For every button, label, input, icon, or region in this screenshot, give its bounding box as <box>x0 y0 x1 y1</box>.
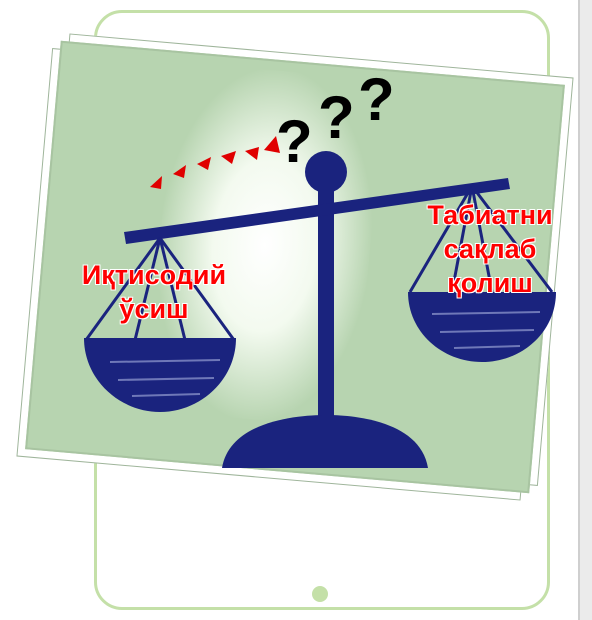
dashed-arc-arrow-icon <box>150 136 280 189</box>
right-label-line-1: Табиатни <box>402 198 578 232</box>
scale-pillar <box>318 190 334 430</box>
left-label: Иқтисодий ўсиш <box>56 258 252 326</box>
right-scale-pan <box>408 292 556 362</box>
left-label-line-1: Иқтисодий <box>56 258 252 292</box>
right-label-line-3: қолиш <box>402 266 578 300</box>
right-label: Табиатни сақлаб қолиш <box>402 198 578 300</box>
question-mark-1: ? <box>276 112 313 172</box>
question-mark-2: ? <box>318 88 355 148</box>
right-label-line-2: сақлаб <box>402 232 578 266</box>
left-scale-pan <box>84 338 236 412</box>
question-mark-3: ? <box>358 70 395 130</box>
scale-base <box>222 415 428 468</box>
left-label-line-2: ўсиш <box>56 292 252 326</box>
